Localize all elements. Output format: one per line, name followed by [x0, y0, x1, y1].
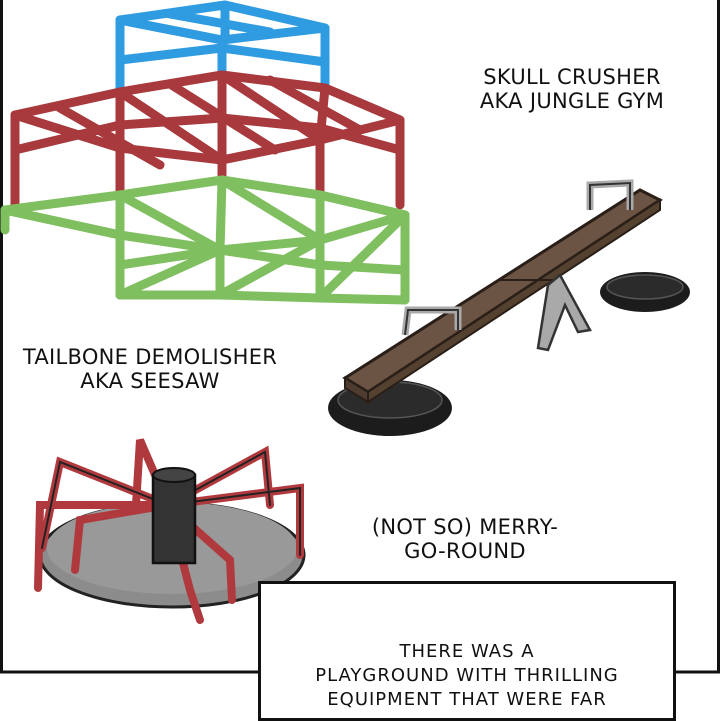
jungle-gym-label-line-2: AKA JUNGLE GYM	[479, 89, 665, 113]
narration-box: THERE WAS A PLAYGROUND WITH THRILLING EQ…	[258, 581, 676, 721]
jungle-gym-label: SKULL CRUSHER AKA JUNGLE GYM	[462, 65, 682, 113]
jungle-gym-label-line-1: SKULL CRUSHER	[483, 65, 661, 89]
seesaw-illustration	[328, 179, 690, 436]
merry-go-round-illustration	[34, 438, 306, 624]
narration-line-1: THERE WAS A	[399, 641, 535, 662]
merry-go-round-label-line-2: GO-ROUND	[404, 539, 526, 563]
merry-go-round-label-line-1: (NOT SO) MERRY-	[371, 515, 559, 539]
seesaw-label-line-1: TAILBONE DEMOLISHER	[22, 345, 278, 369]
seesaw-label: TAILBONE DEMOLISHER AKA SEESAW	[15, 345, 285, 393]
narration-line-3: EQUIPMENT THAT WERE FAR	[327, 689, 607, 710]
seesaw-label-line-2: AKA SEESAW	[80, 369, 220, 393]
comic-panel	[0, 0, 720, 674]
merry-go-round-label: (NOT SO) MERRY- GO-ROUND	[355, 515, 575, 563]
narration-line-2: PLAYGROUND WITH THRILLING	[315, 665, 619, 686]
jungle-gym-illustration	[0, 0, 410, 305]
